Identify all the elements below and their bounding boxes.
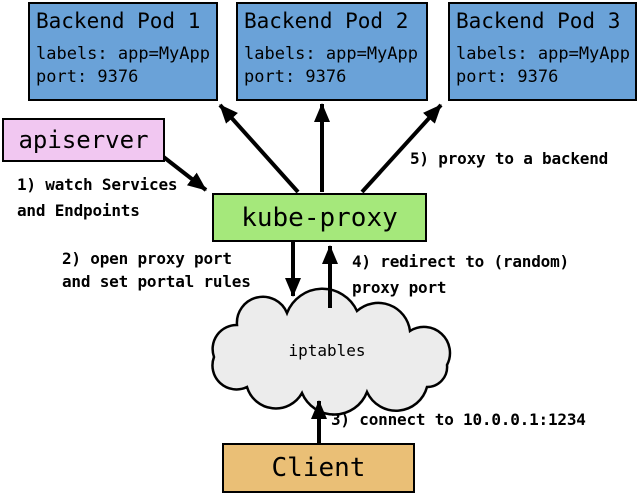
annotation-step3-connect: 3) connect to 10.0.0.1:1234 bbox=[331, 410, 586, 429]
backend-pod-1-box: Backend Pod 1 labels: app=MyApp port: 93… bbox=[28, 2, 218, 101]
backend-pod-1-labels: labels: app=MyApp bbox=[36, 44, 210, 64]
iptables-cloud bbox=[211, 287, 452, 416]
arrow-kube-proxy-to-pod-1 bbox=[218, 103, 300, 194]
backend-pod-1-port: port: 9376 bbox=[36, 67, 139, 87]
cloud-shape bbox=[211, 287, 452, 416]
client-label: Client bbox=[271, 453, 366, 483]
backend-pod-2-box: Backend Pod 2 labels: app=MyApp port: 93… bbox=[236, 2, 428, 101]
backend-pod-1-title: Backend Pod 1 bbox=[36, 9, 201, 33]
backend-pod-2-labels: labels: app=MyApp bbox=[244, 44, 418, 64]
annotation-step1-watch-services: 1) watch Services and Endpoints bbox=[17, 175, 178, 220]
arrow-apiserver-to-kube-proxy bbox=[159, 153, 208, 192]
annotation-step2-open-proxy-port: 2) open proxy port and set portal rules bbox=[62, 249, 251, 291]
annotation-step4-redirect: 4) redirect to (random) proxy port bbox=[352, 252, 569, 297]
backend-pod-3-labels: labels: app=MyApp bbox=[456, 44, 630, 64]
kube-proxy-label: kube-proxy bbox=[241, 202, 398, 233]
client-box: Client bbox=[222, 443, 415, 493]
backend-pod-3-box: Backend Pod 3 labels: app=MyApp port: 93… bbox=[448, 2, 637, 101]
kube-proxy-box: kube-proxy bbox=[212, 193, 427, 242]
apiserver-box: apiserver bbox=[2, 118, 165, 162]
backend-pod-3-title: Backend Pod 3 bbox=[456, 9, 621, 33]
annotation-step5-proxy-backend: 5) proxy to a backend bbox=[410, 149, 609, 168]
arrow-kube-proxy-to-pod-3 bbox=[360, 103, 443, 194]
backend-pod-3-port: port: 9376 bbox=[456, 67, 559, 87]
backend-pod-2-port: port: 9376 bbox=[244, 67, 347, 87]
backend-pod-2-title: Backend Pod 2 bbox=[244, 9, 409, 33]
apiserver-label: apiserver bbox=[18, 126, 149, 154]
